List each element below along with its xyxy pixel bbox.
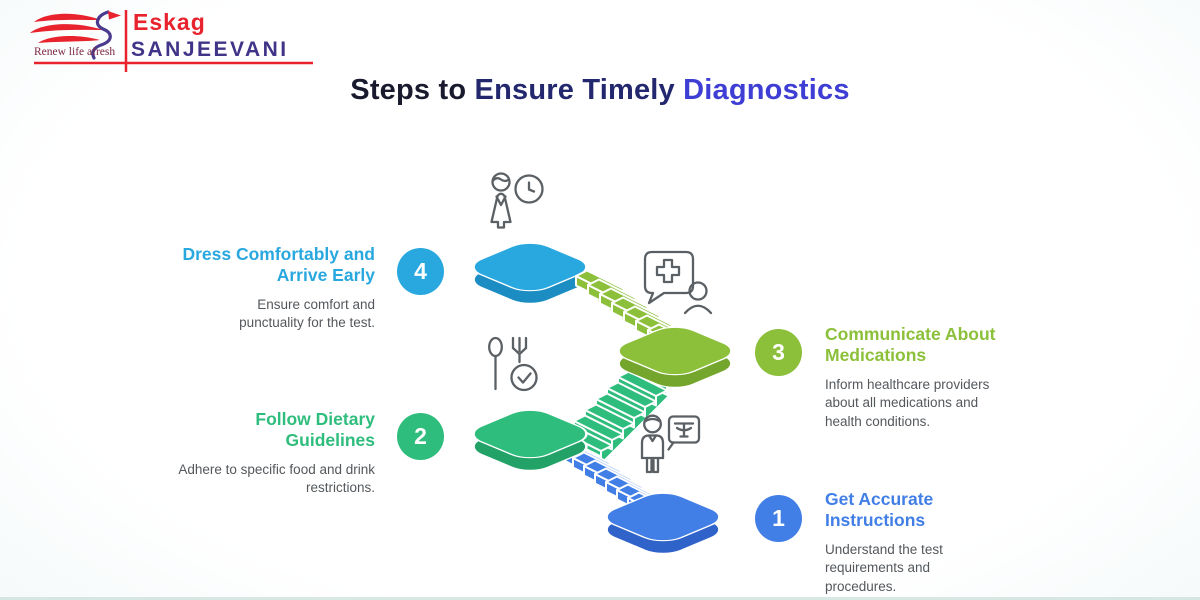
step-2-number-badge: 2 <box>397 413 444 460</box>
step-4-text-block: Dress Comfortably and Arrive Early Ensur… <box>150 244 375 333</box>
page-title-part2: Ensure Timely <box>474 74 684 106</box>
step-1-number-badge: 1 <box>755 495 802 542</box>
step-2-title: Follow Dietary Guidelines <box>255 409 375 451</box>
brand-name-line1: Eskag <box>133 9 206 35</box>
staircase-diagram <box>472 172 733 554</box>
platform-step-2 <box>472 409 588 471</box>
step-4-description: Ensure comfort and punctuality for the t… <box>239 296 375 331</box>
step-4-number-badge: 4 <box>397 248 444 295</box>
step-2-text-block: Follow Dietary Guidelines Adhere to spec… <box>150 409 375 498</box>
page-title-part3: Diagnostics <box>683 74 850 106</box>
step-1-title: Get Accurate Instructions <box>825 489 934 531</box>
chat-medical-icon <box>643 250 713 315</box>
brand-name-line2: SANJEEVANI <box>131 38 289 61</box>
step-3-text-block: Communicate About Medications Inform hea… <box>825 324 1005 432</box>
step-3-description: Inform healthcare providers about all me… <box>825 376 990 429</box>
page-title-part1: Steps to <box>350 74 475 106</box>
platform-step-1 <box>605 492 721 554</box>
brand-logo: Renew life afresh Eskag SANJEEVANI <box>30 9 313 72</box>
brand-tagline: Renew life afresh <box>34 46 115 58</box>
page-title: Steps to Ensure Timely Diagnostics <box>0 74 1200 107</box>
step-1-text-block: Get Accurate Instructions Understand the… <box>825 489 995 597</box>
step-4-title: Dress Comfortably and Arrive Early <box>182 244 375 286</box>
bottom-edge-line <box>0 597 1200 600</box>
platform-step-4 <box>472 242 588 304</box>
step-1-description: Understand the test requirements and pro… <box>825 541 943 594</box>
step-3-number-badge: 3 <box>755 329 802 376</box>
step-2-description: Adhere to specific food and drink restri… <box>178 461 375 496</box>
platform-step-3 <box>617 326 733 388</box>
person-clock-icon <box>490 172 544 229</box>
cutlery-check-icon <box>488 336 538 392</box>
bird-logo-icon <box>30 10 121 60</box>
person-xray-icon <box>640 414 701 474</box>
step-3-title: Communicate About Medications <box>825 324 996 366</box>
